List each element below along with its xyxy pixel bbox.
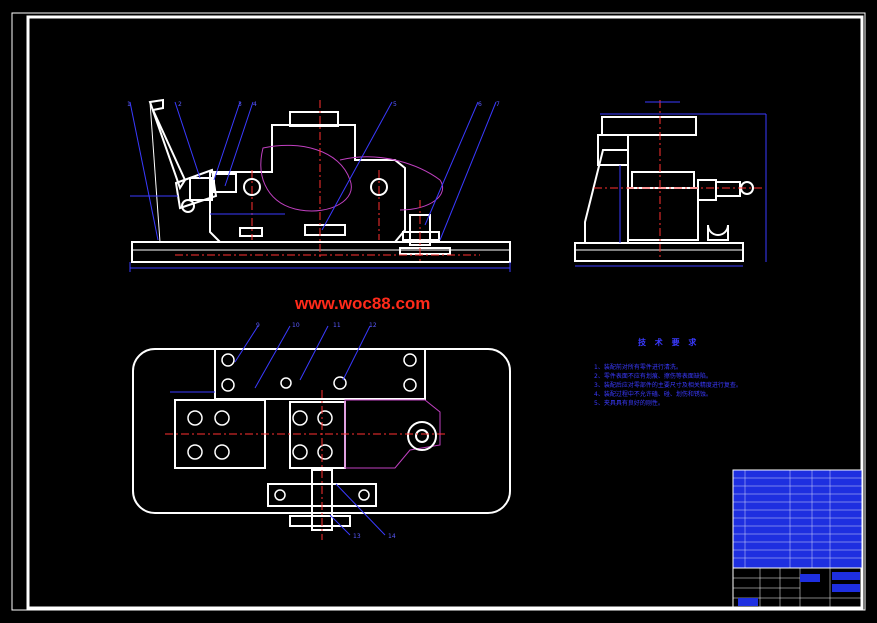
callout-5: 5 <box>393 101 397 108</box>
callout-6: 6 <box>478 101 482 108</box>
callout-1: 1 <box>127 101 131 108</box>
callout-7: 7 <box>496 101 500 108</box>
callout-2: 2 <box>178 101 182 108</box>
callout-11: 11 <box>333 322 341 329</box>
callout-4: 4 <box>253 101 257 108</box>
requirement-line-4: 4、装配过程中不允许磕、碰、划伤和锈蚀。 <box>594 390 712 398</box>
requirement-line-3: 3、装配后应对零部件的主要尺寸及相关精度进行复查。 <box>594 381 742 389</box>
front-view <box>131 98 511 263</box>
plan-view-fasteners <box>187 353 417 501</box>
inner-sheet-border <box>26 15 864 610</box>
side-view <box>574 116 754 262</box>
parts-list-area <box>732 469 863 569</box>
requirement-line-1: 1、装配前对所有零件进行清洗。 <box>594 363 682 371</box>
side-view-dimensions <box>575 101 767 267</box>
technical-requirements: 技 术 要 求 1、装配前对所有零件进行清洗。 2、零件表面不应有划痕、擦伤等表… <box>594 337 742 407</box>
front-view-leaders <box>129 101 511 272</box>
callout-10: 10 <box>292 322 300 329</box>
callout-13: 13 <box>353 533 361 540</box>
plan-view-callout-labels: 9 10 11 12 13 14 <box>256 322 396 540</box>
requirement-line-2: 2、零件表面不应有划痕、擦伤等表面缺陷。 <box>594 372 712 380</box>
callout-9: 9 <box>256 322 260 329</box>
technical-requirements-title: 技 术 要 求 <box>638 337 699 347</box>
callout-3: 3 <box>238 101 242 108</box>
watermark-text: www.woc88.com <box>294 294 430 313</box>
title-block <box>732 469 863 609</box>
side-view-centerlines <box>594 100 765 260</box>
front-view-centerlines <box>175 100 480 262</box>
requirement-line-5: 5、夹具具有良好的刚性。 <box>594 399 664 407</box>
outer-sheet-border <box>11 12 866 611</box>
callout-14: 14 <box>388 533 396 540</box>
plan-view-leaders <box>170 325 386 536</box>
front-view-callout-labels: 1 2 3 4 5 6 7 <box>127 101 500 108</box>
plan-view-centerlines <box>165 390 445 540</box>
callout-12: 12 <box>369 322 377 329</box>
